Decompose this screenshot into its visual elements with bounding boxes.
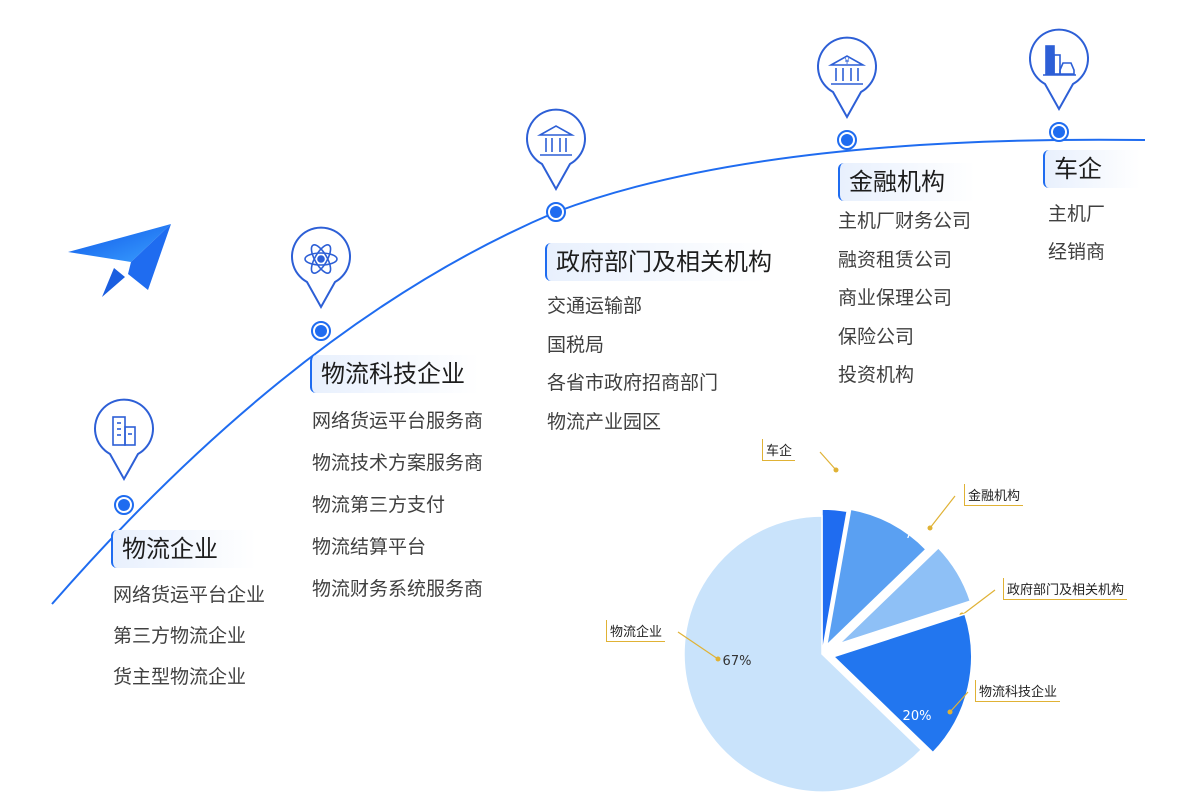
pie-slice-3 bbox=[832, 613, 973, 754]
pie-slice-value-label: 1% bbox=[830, 476, 851, 491]
atom-icon bbox=[304, 244, 338, 274]
list-item: 物流结算平台 bbox=[312, 536, 427, 558]
category-list-government: 交通运输部 国税局 各省市政府招商部门 物流产业园区 bbox=[547, 287, 718, 441]
pie-leader-dot bbox=[927, 525, 933, 531]
pie-leader-dot bbox=[833, 467, 839, 473]
government-building-icon bbox=[536, 125, 576, 156]
category-title-government: 政府部门及相关机构 bbox=[545, 243, 821, 281]
pie-leader-line bbox=[929, 495, 956, 529]
pie-slice-value-label: 67% bbox=[723, 654, 752, 669]
pie-slice-name-label: 物流企业 bbox=[606, 620, 666, 642]
list-item: 投资机构 bbox=[838, 364, 915, 386]
list-item: 保险公司 bbox=[838, 325, 915, 348]
list-item: 货主型物流企业 bbox=[113, 666, 247, 688]
list-item: 商业保理公司 bbox=[838, 287, 953, 309]
list-item: 各省市政府招商部门 bbox=[547, 372, 719, 394]
pie-slice-name-label: 政府部门及相关机构 bbox=[1003, 578, 1128, 600]
category-list-logistics-tech: 网络货运平台服务商 物流技术方案服务商 物流第三方支付 物流结算平台 物流财务系… bbox=[312, 400, 483, 610]
category-title-logistics: 物流企业 bbox=[111, 530, 292, 568]
category-list-automakers: 主机厂 经销商 bbox=[1048, 195, 1105, 271]
list-item: 国税局 bbox=[547, 333, 605, 356]
pie-leader-dot bbox=[715, 656, 721, 662]
category-title-finance: 金融机构 bbox=[838, 163, 1009, 201]
pie-slice-name-label: 车企 bbox=[762, 439, 796, 461]
factory-car-icon bbox=[1043, 45, 1076, 76]
pie-leader-line bbox=[961, 589, 996, 616]
list-item: 网络货运平台服务商 bbox=[312, 410, 484, 432]
category-list-finance: 主机厂财务公司 融资租赁公司 商业保理公司 保险公司 投资机构 bbox=[838, 202, 971, 395]
category-list-logistics: 网络货运平台企业 第三方物流企业 货主型物流企业 bbox=[113, 575, 265, 698]
list-item: 交通运输部 bbox=[547, 295, 643, 317]
building-icon bbox=[112, 416, 136, 446]
pie-slice-value-label: 20% bbox=[903, 709, 932, 724]
list-item: 主机厂财务公司 bbox=[838, 210, 972, 232]
list-item: 经销商 bbox=[1048, 241, 1106, 263]
map-pin-bank: ¥ bbox=[817, 36, 877, 150]
pie-slice-name-label: 物流科技企业 bbox=[975, 680, 1061, 702]
pie-leader-dot bbox=[947, 709, 953, 715]
pie-slice-2 bbox=[838, 546, 972, 645]
map-pin-factory-car bbox=[1029, 28, 1089, 142]
category-title-automakers: 车企 bbox=[1043, 150, 1164, 188]
pie-leader-line bbox=[949, 691, 969, 713]
pie-leader-line bbox=[819, 451, 837, 471]
list-item: 主机厂 bbox=[1048, 203, 1106, 225]
pie-slice-name-label: 金融机构 bbox=[964, 484, 1024, 506]
pie-leader-line bbox=[677, 631, 719, 660]
pie-slice-1 bbox=[825, 508, 928, 648]
list-item: 物流技术方案服务商 bbox=[312, 452, 484, 474]
list-item: 融资租赁公司 bbox=[838, 248, 953, 271]
map-pin-atom bbox=[291, 226, 351, 341]
list-item: 第三方物流企业 bbox=[113, 625, 247, 647]
pie-slice-0 bbox=[821, 508, 849, 655]
pie-slice-4 bbox=[683, 515, 923, 793]
category-title-logistics-tech: 物流科技企业 bbox=[310, 355, 521, 393]
list-item: 网络货运平台企业 bbox=[113, 584, 266, 606]
bank-icon: ¥ bbox=[827, 55, 867, 85]
list-item: 物流产业园区 bbox=[547, 410, 662, 433]
pie-slice-value-label: 7% bbox=[905, 527, 926, 542]
map-pin-government bbox=[526, 108, 586, 222]
list-item: 物流财务系统服务商 bbox=[312, 578, 484, 600]
map-pin-building bbox=[94, 398, 154, 515]
list-item: 物流第三方支付 bbox=[312, 494, 446, 516]
svg-text:¥: ¥ bbox=[844, 57, 849, 66]
